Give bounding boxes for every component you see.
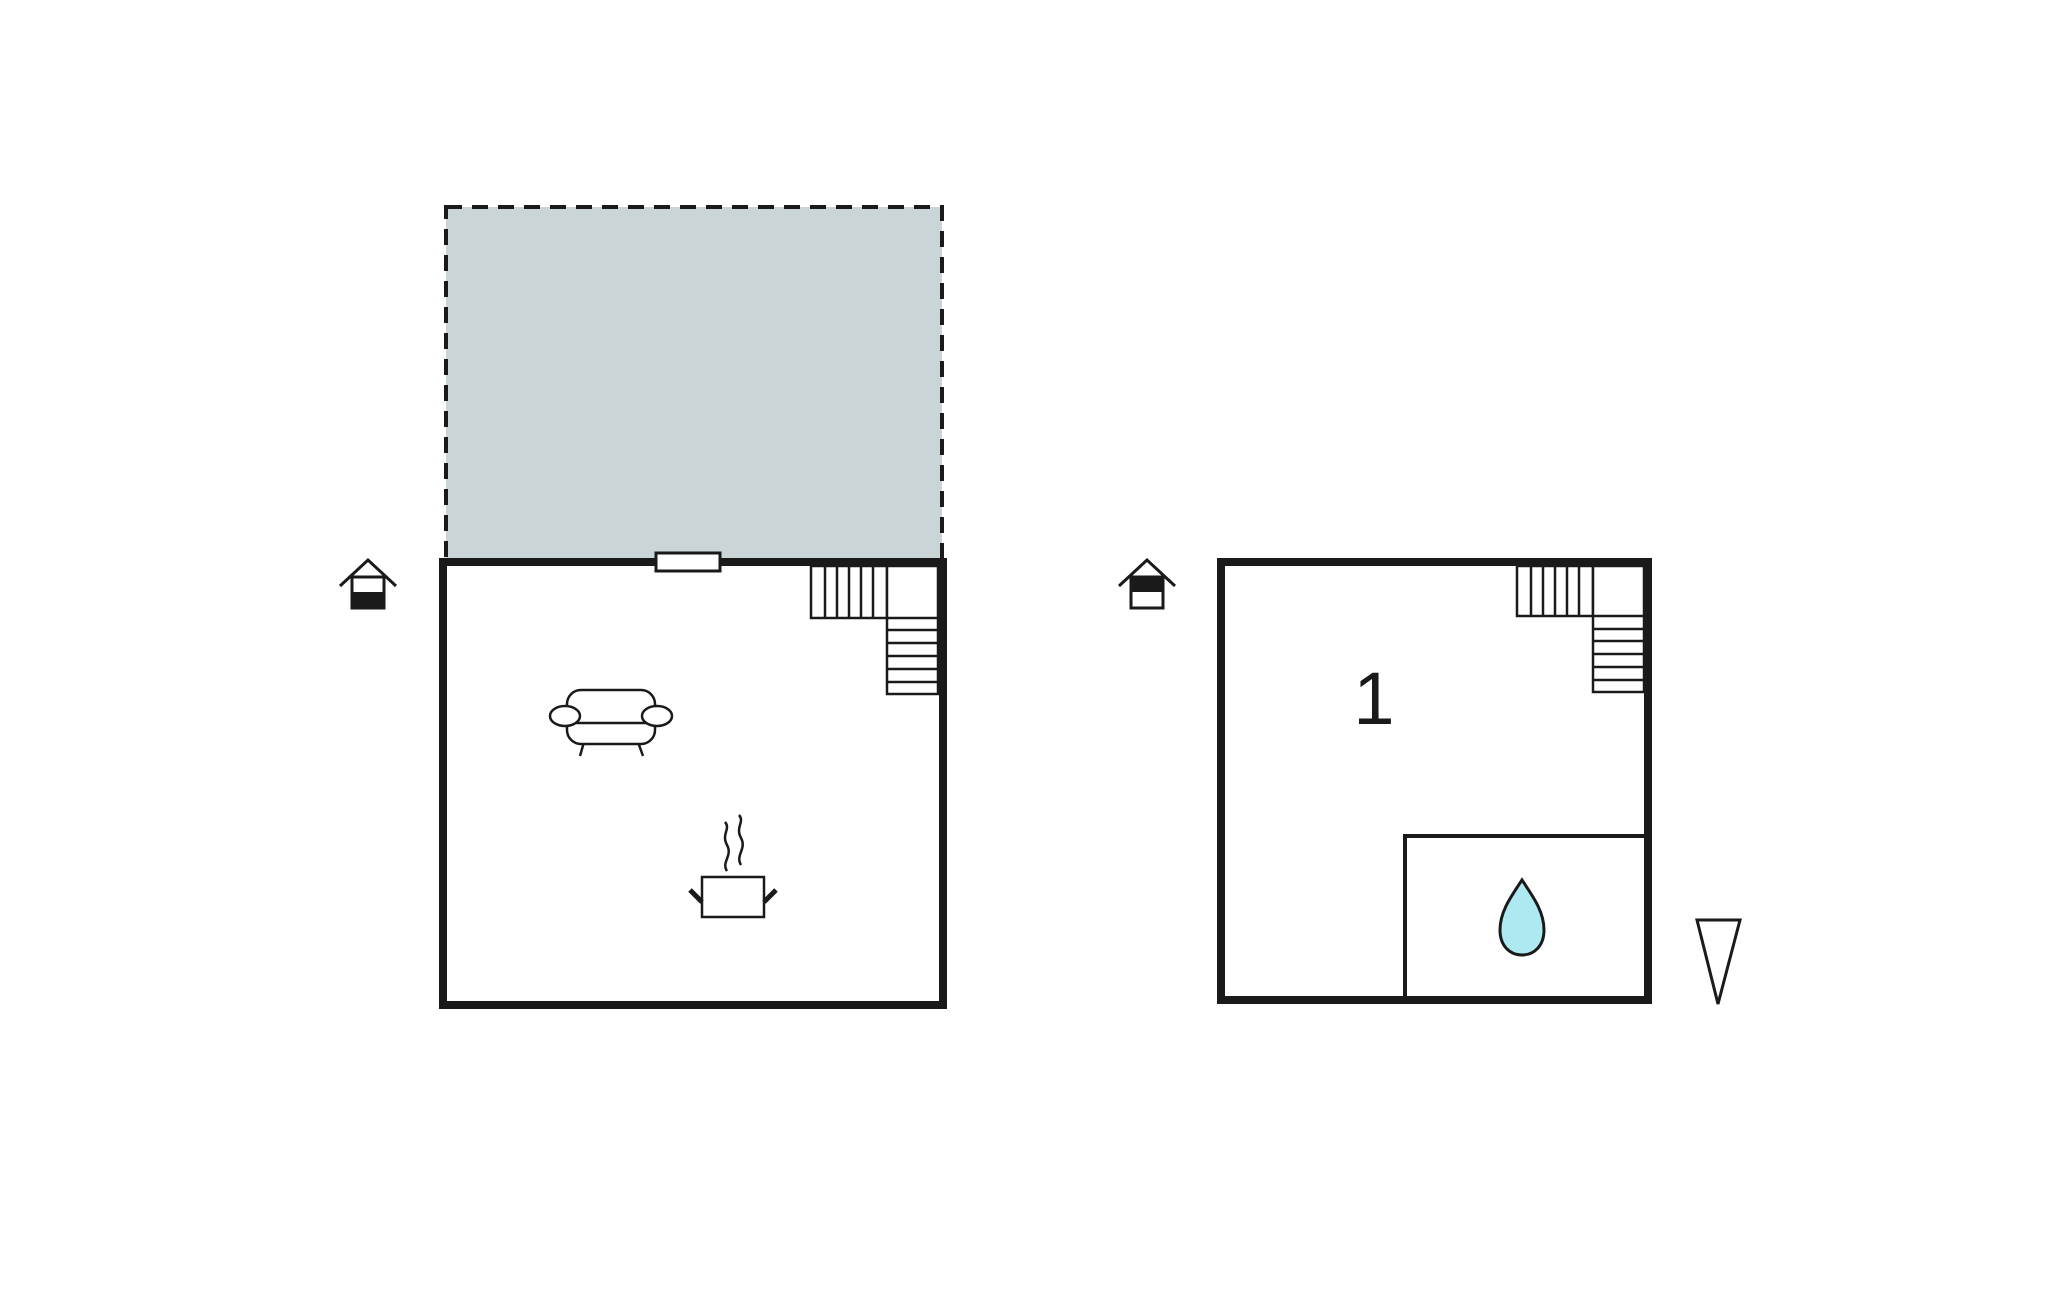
room-number-label: 1 bbox=[1353, 657, 1394, 740]
cooking-pot-icon bbox=[688, 814, 778, 919]
staircase-icon bbox=[809, 564, 940, 696]
upper-floor: 1 bbox=[1117, 557, 1652, 1004]
sofa-icon bbox=[548, 688, 674, 757]
terrace-area bbox=[444, 205, 944, 564]
house-ground-floor-icon bbox=[338, 557, 398, 610]
north-arrow-icon bbox=[1695, 918, 1742, 1005]
upper-floor-walls bbox=[1217, 558, 1652, 1004]
bathroom-room bbox=[1403, 834, 1650, 1002]
house-upper-floor-icon bbox=[1117, 557, 1177, 610]
staircase-icon bbox=[1515, 564, 1646, 694]
ground-floor-walls bbox=[439, 558, 947, 1009]
water-drop-icon bbox=[1498, 877, 1546, 957]
ground-floor bbox=[338, 205, 947, 1009]
terrace-door bbox=[654, 551, 722, 573]
